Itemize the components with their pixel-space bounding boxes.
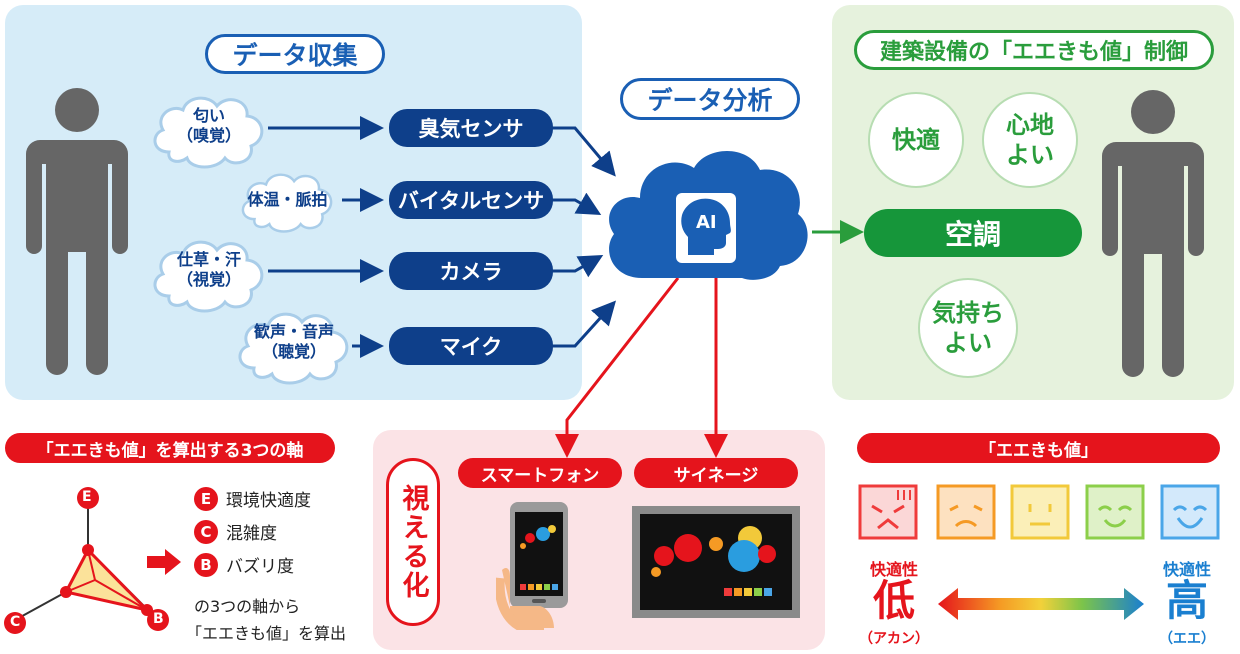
axis-item-e-label: 環境快適度 [226, 491, 311, 511]
signage-icon [632, 506, 800, 618]
person-right-icon [1102, 90, 1204, 377]
pleasant-circle: 心地 よい [982, 92, 1078, 188]
cloud-voice-label: 歓声・音声（聴覚） [253, 322, 334, 361]
axis-item-c-label: 混雑度 [226, 524, 277, 544]
ai-head-icon [681, 198, 731, 255]
cloud-voice [238, 312, 349, 385]
person-left-icon [26, 88, 128, 375]
cloud-smell-label: 匂い（嗅覚） [176, 106, 241, 145]
low-comfort-caption: 快適性 [869, 560, 918, 579]
smartphone-icon [496, 502, 568, 630]
badge-e: E [194, 486, 218, 511]
device-signage-label: サイネージ [634, 458, 798, 488]
comfort-gradient-arrow [938, 588, 1144, 620]
axis-title: 「エエきも値」を算出する3つの軸 [5, 433, 335, 463]
face-sad-icon [936, 484, 996, 540]
sensor-vital: バイタルセンサ [389, 181, 553, 219]
face-smile-icon [1085, 484, 1145, 540]
control-title: 建築設備の「エエきも値」制御 [854, 30, 1214, 70]
cloud-smell [153, 96, 264, 169]
high-comfort-value: 高 [1165, 576, 1208, 625]
high-comfort-sub: （エエ） [1159, 631, 1215, 647]
axis-item-c: C 混雑度 [194, 519, 277, 544]
badge-b: B [194, 552, 218, 577]
data-analysis-title: データ分析 [620, 78, 800, 120]
device-smartphone-label: スマートフォン [458, 458, 622, 488]
feel-good-circle: 気持ち よい [918, 278, 1018, 378]
face-neutral-icon [1010, 484, 1070, 540]
sensor-odor: 臭気センサ [389, 109, 553, 147]
face-happy-icon [1160, 484, 1220, 540]
sensor-camera: カメラ [389, 252, 553, 290]
sensor-mic: マイク [389, 327, 553, 365]
air-conditioning: 空調 [864, 209, 1082, 257]
vertex-e-label: E [82, 489, 92, 505]
triangle-axis-diagram [4, 487, 169, 634]
axis-item-e: E 環境快適度 [194, 486, 311, 511]
low-comfort-value: 低 [872, 576, 915, 625]
axis-note-line2: 「エエきも値」を算出 [186, 624, 347, 643]
visualization-title-text: 視える化 [397, 484, 429, 600]
cloud-gesture [153, 240, 264, 313]
high-comfort-caption: 快適性 [1162, 560, 1211, 579]
visualization-title: 視える化 [386, 458, 440, 626]
ai-label: AI [696, 212, 717, 233]
vertex-c-label: C [10, 614, 21, 630]
data-collection-title: データ収集 [205, 34, 385, 74]
low-comfort-sub: （アカン） [859, 631, 929, 647]
arrow-right-icon [147, 549, 181, 575]
comfort-circle: 快適 [868, 92, 964, 188]
axis-note-line1: の3つの軸から [194, 597, 301, 616]
face-angry-icon [858, 484, 918, 540]
cloud-vitals [241, 173, 333, 233]
vertex-b-label: B [153, 611, 164, 627]
axis-item-b: B バズリ度 [194, 552, 294, 577]
cloud-gesture-label: 仕草・汗（視覚） [176, 250, 241, 289]
badge-c: C [194, 519, 218, 544]
axis-item-b-label: バズリ度 [226, 557, 294, 577]
scale-title: 「エエきも値」 [857, 433, 1220, 463]
cloud-vitals-label: 体温・脈拍 [247, 190, 328, 209]
